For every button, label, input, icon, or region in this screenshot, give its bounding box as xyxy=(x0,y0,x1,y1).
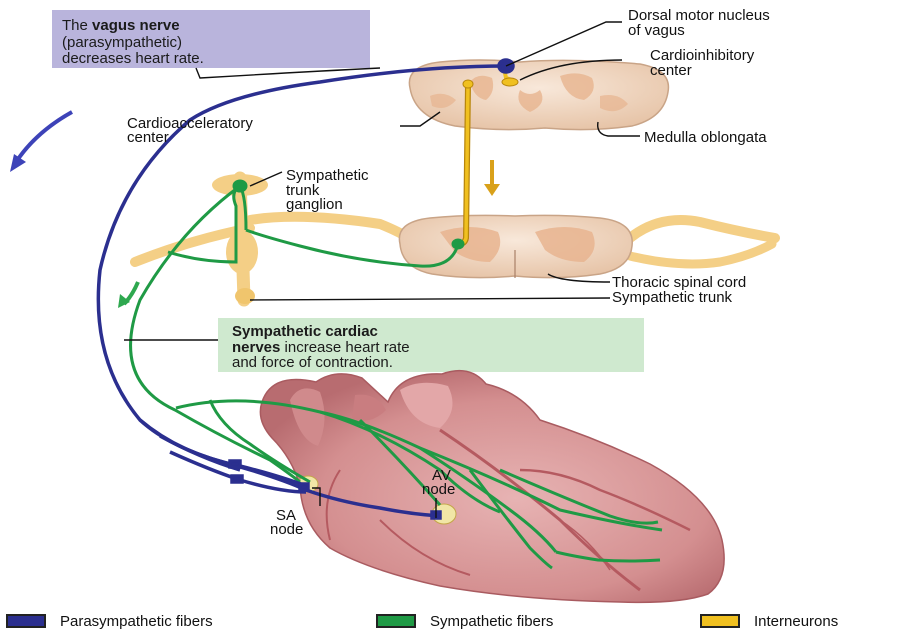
label-cardioacceleratory-line2: center xyxy=(127,129,169,146)
sympathetic-callout-line3: and force of contraction. xyxy=(232,354,393,371)
legend-swatch-interneurons xyxy=(700,614,740,628)
medulla-oblongata xyxy=(409,60,668,130)
vagus-callout: The vagus nerve (parasympathetic) decrea… xyxy=(52,10,370,68)
heart xyxy=(260,371,724,603)
vagus-callout-line1: The vagus nerve xyxy=(62,17,180,34)
legend-swatch-parasympathetic xyxy=(6,614,46,628)
legend-label-interneurons: Interneurons xyxy=(754,613,838,630)
interneuron-direction-arrow xyxy=(484,160,500,196)
legend: Parasympathetic fibers Sympathetic fiber… xyxy=(0,608,923,635)
vagus-callout-line2: (parasympathetic) xyxy=(62,34,182,51)
label-sa-node-line2: node xyxy=(270,521,303,538)
label-ganglion-line3: ganglion xyxy=(286,196,343,213)
label-medulla-oblongata: Medulla oblongata xyxy=(644,129,767,146)
legend-item-interneurons: Interneurons xyxy=(700,612,838,630)
sympathetic-callout-line1: Sympathetic cardiac xyxy=(232,323,378,340)
legend-label-sympathetic: Sympathetic fibers xyxy=(430,613,553,630)
vagus-callout-line3: decreases heart rate. xyxy=(62,50,204,67)
legend-label-parasympathetic: Parasympathetic fibers xyxy=(60,613,213,630)
label-dorsal-motor-line2: of vagus xyxy=(628,22,685,39)
parasympathetic-direction-arrow xyxy=(10,112,72,172)
sympathetic-callout: Sympathetic cardiac nerves increase hear… xyxy=(218,318,644,372)
legend-swatch-sympathetic xyxy=(376,614,416,628)
sympathetic-direction-arrow xyxy=(118,282,138,308)
label-av-node-line2: node xyxy=(422,481,455,498)
legend-item-sympathetic: Sympathetic fibers xyxy=(376,612,553,630)
label-cardioinhibitory-line2: center xyxy=(650,62,692,79)
legend-item-parasympathetic: Parasympathetic fibers xyxy=(6,612,213,630)
label-sympathetic-trunk: Sympathetic trunk xyxy=(612,289,733,306)
